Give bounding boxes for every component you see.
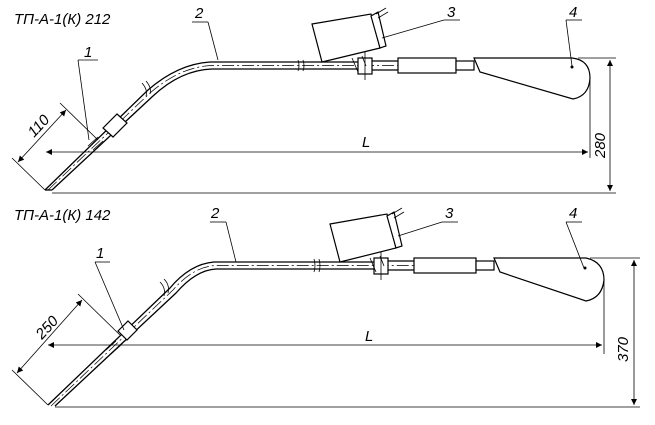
dim-angled-bottom	[11, 293, 121, 406]
probe-tube-top	[44, 59, 470, 191]
probe-tube-bottom	[47, 258, 490, 407]
extension-top	[372, 57, 475, 74]
callout-2-top: 2	[194, 5, 204, 22]
dim-length-label-bottom: L	[365, 328, 373, 345]
dim-height-top	[52, 57, 616, 194]
view-title-bottom: ТП-А-1(К) 142	[14, 207, 111, 224]
callout-1-bottom: 1	[96, 245, 104, 262]
connection-head-top	[311, 7, 389, 73]
handle-top	[473, 57, 591, 100]
callout-2-bottom: 2	[210, 205, 220, 222]
view-bottom: ТП-А-1(К) 142	[11, 205, 640, 408]
dim-length-top	[46, 78, 591, 158]
extension-bottom	[388, 257, 495, 274]
leaders-bottom	[94, 221, 585, 331]
dim-angled-label-bottom: 250	[32, 312, 63, 343]
callout-3-bottom: 3	[445, 205, 454, 222]
connection-head-bottom	[329, 207, 405, 273]
callout-4-top: 4	[569, 4, 577, 21]
handle-bottom	[493, 257, 605, 302]
dim-length-label-top: L	[362, 134, 370, 151]
dim-height-label-top: 280	[592, 132, 609, 159]
dim-angled-top	[11, 102, 99, 191]
dim-height-label-bottom: 370	[615, 336, 632, 362]
clamp-top	[357, 52, 373, 80]
view-title-top: ТП-А-1(К) 212	[14, 11, 111, 28]
dim-height-bottom	[55, 257, 640, 408]
dim-length-bottom	[48, 280, 605, 354]
dim-angled-label-top: 110	[24, 111, 53, 141]
leaders-top	[77, 19, 582, 141]
callout-3-top: 3	[447, 4, 456, 21]
clamp-bottom	[373, 252, 389, 280]
callout-1-top: 1	[84, 44, 92, 61]
view-top: ТП-А-1(К) 212	[11, 4, 616, 194]
callout-4-bottom: 4	[569, 205, 577, 222]
